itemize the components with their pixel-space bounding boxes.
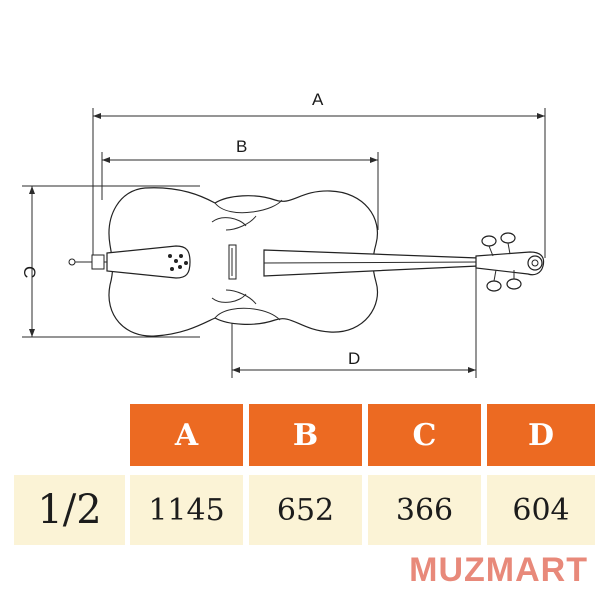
tailpiece xyxy=(106,245,191,279)
cello-body-outline xyxy=(108,187,378,337)
size-label: 1/2 xyxy=(14,475,125,545)
c-bout-upper xyxy=(214,199,283,214)
value-c: 366 xyxy=(368,475,481,545)
dimension-b-label: B xyxy=(236,137,247,156)
value-a: 1145 xyxy=(130,475,243,545)
dimension-c-label: C xyxy=(20,266,39,278)
dimension-a: A xyxy=(92,90,546,258)
f-hole-upper xyxy=(211,215,257,231)
tuning-pegs xyxy=(481,232,522,292)
value-b: 652 xyxy=(249,475,362,545)
header-c: C xyxy=(368,404,481,466)
c-bout-lower xyxy=(214,307,281,321)
dimension-d-label: D xyxy=(348,349,360,368)
dimension-c: C xyxy=(20,185,200,338)
cello-dimension-diagram: A B C D xyxy=(20,90,546,378)
brand-watermark: MUZMART xyxy=(409,551,588,589)
dimension-b: B xyxy=(101,137,379,230)
header-a: A xyxy=(130,404,243,466)
dimension-d: D xyxy=(231,250,477,378)
value-d: 604 xyxy=(487,475,595,545)
f-hole-lower xyxy=(211,289,257,305)
pegbox xyxy=(475,251,545,276)
header-b: B xyxy=(249,404,362,466)
size-table: A B C D 1/2 1145 652 366 604 xyxy=(0,404,600,554)
dimension-a-label: A xyxy=(312,90,324,109)
header-d: D xyxy=(487,404,595,466)
